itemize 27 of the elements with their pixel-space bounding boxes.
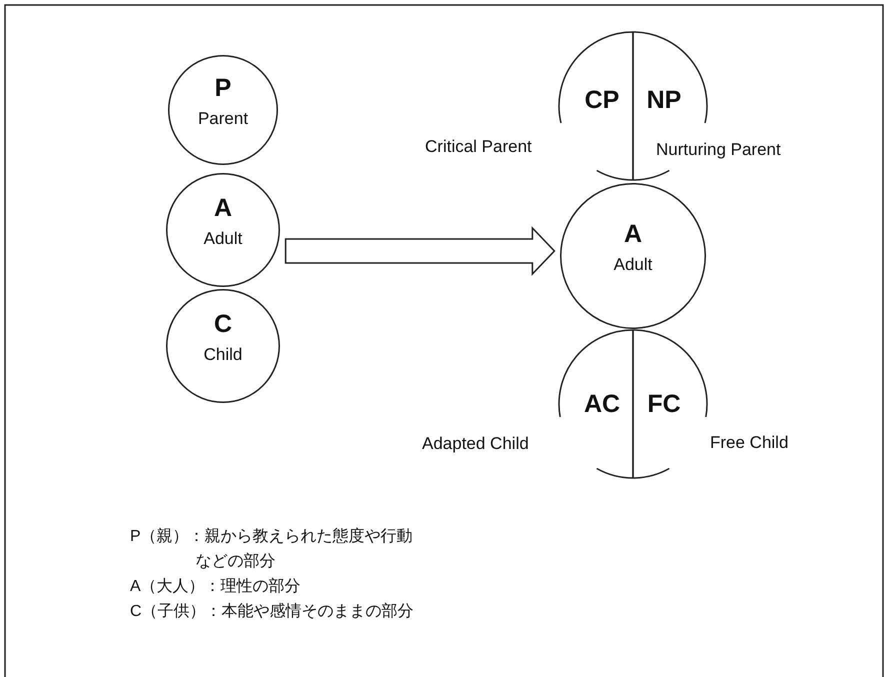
ego-state-letter: P: [214, 74, 232, 103]
ego-state-letter: A: [212, 194, 234, 223]
half-circle-segment: [633, 330, 707, 478]
ego-state-letter: A: [622, 220, 644, 249]
ego-state-caption: Adapted Child: [422, 434, 529, 454]
definition-note: A（大人）：理性の部分: [130, 576, 301, 597]
ego-state-name: Child: [202, 345, 244, 365]
ego-state-circle: [166, 289, 280, 403]
ego-state-letter: NP: [646, 86, 682, 115]
ego-state-letter: CP: [584, 86, 620, 115]
ego-state-caption: Nurturing Parent: [656, 140, 781, 160]
half-circle-segment: [559, 32, 633, 180]
ego-state-circle: [168, 55, 278, 165]
ego-state-letter: C: [212, 310, 234, 339]
ego-state-name: Adult: [612, 255, 654, 275]
block-arrow: [284, 226, 556, 276]
ego-state-name: Parent: [196, 109, 250, 129]
ego-state-caption: Critical Parent: [425, 137, 532, 157]
ego-state-caption: Free Child: [710, 433, 788, 453]
ego-state-letter: AC: [582, 390, 622, 419]
ego-state-circle: [560, 183, 706, 329]
half-circle-segment: [559, 330, 633, 478]
ego-state-letter: FC: [646, 390, 682, 419]
definition-note: P（親）：親から教えられた態度や行動などの部分: [130, 526, 414, 572]
ego-state-name: Adult: [202, 229, 244, 249]
definition-note: C（子供）：本能や感情そのままの部分: [130, 602, 414, 622]
ego-state-circle: [166, 173, 280, 287]
